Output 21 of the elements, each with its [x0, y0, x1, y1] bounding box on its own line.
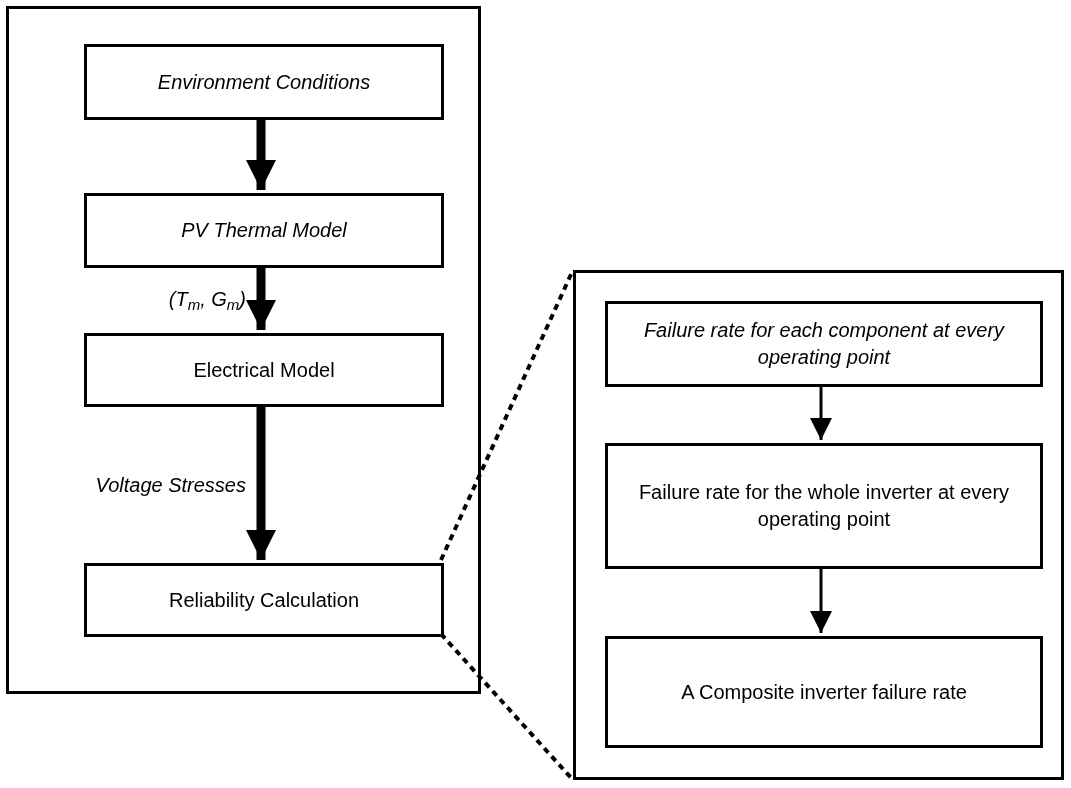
- arrow: [810, 384, 832, 440]
- box-text: Reliability Calculation: [168, 587, 360, 613]
- process-box: [605, 636, 1043, 748]
- process-box: [84, 563, 444, 637]
- box-text: Environment Conditions: [157, 69, 371, 95]
- box-text: Failure rate for each component at every operating point: [642, 318, 1006, 370]
- box-text: PV Thermal Model: [181, 218, 347, 243]
- process-box: [84, 333, 444, 407]
- arrow: [246, 117, 276, 190]
- process-box: [84, 193, 444, 268]
- box-text: Electrical Model: [193, 357, 335, 383]
- process-box: [605, 443, 1043, 569]
- box-text: Failure rate for the whole inverter at every operating point: [637, 480, 1011, 532]
- panel-frame: [6, 6, 481, 694]
- panel-frame: [573, 270, 1064, 780]
- process-box: [605, 301, 1043, 387]
- arrow: [246, 265, 276, 330]
- box-text: A Composite inverter failure rate: [681, 679, 967, 705]
- arrow: [810, 566, 832, 633]
- arrow: [246, 404, 276, 560]
- process-box: [84, 44, 444, 120]
